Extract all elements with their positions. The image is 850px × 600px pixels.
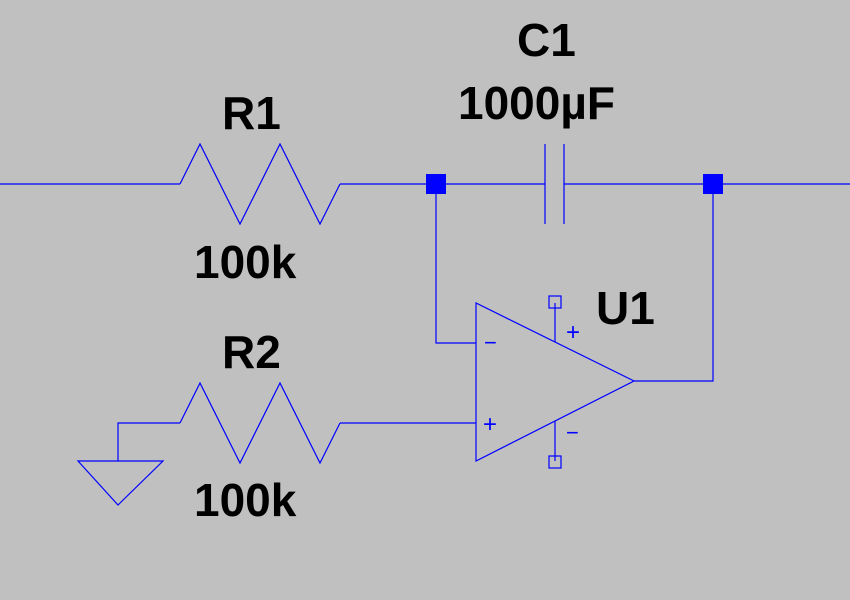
u1-name-label: U1 — [596, 282, 655, 334]
ground-icon — [76, 460, 165, 506]
r2-value-label: 100k — [194, 474, 297, 526]
resistor-r1[interactable] — [179, 142, 341, 226]
c1-value-label: 1000µF — [458, 77, 615, 129]
opamp-noninverting-symbol: + — [483, 411, 497, 438]
ground-wire[interactable] — [117, 422, 180, 461]
opamp-vminus-pin[interactable] — [548, 455, 562, 469]
junction-node-b[interactable] — [703, 174, 723, 194]
resistor-r2[interactable] — [179, 381, 341, 465]
c1-name-label: C1 — [517, 14, 576, 66]
junction-node-a[interactable] — [426, 174, 446, 194]
opamp-vminus-symbol: − — [566, 420, 579, 445]
opamp-vplus-symbol: + — [566, 319, 580, 346]
opamp-inverting-symbol: − — [484, 330, 497, 355]
feedback-wire[interactable] — [634, 184, 714, 382]
r1-value-label: 100k — [194, 236, 297, 288]
inverting-input-wire[interactable] — [435, 184, 476, 344]
r2-name-label: R2 — [222, 326, 281, 378]
r1-name-label: R1 — [222, 87, 281, 139]
opamp-vplus-pin[interactable] — [548, 295, 562, 309]
